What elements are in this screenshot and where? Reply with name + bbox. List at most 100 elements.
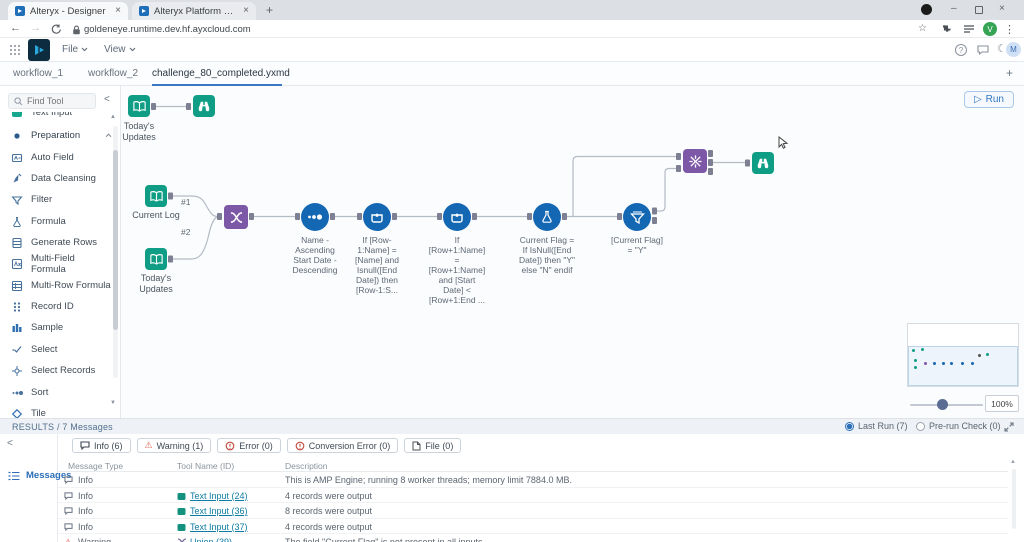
minimap-viewport[interactable] xyxy=(908,346,1018,386)
apps-grid-icon[interactable] xyxy=(9,44,21,56)
browser-menu-icon[interactable]: ⋮ xyxy=(1004,24,1015,36)
radio-selected-icon[interactable] xyxy=(845,421,854,431)
mouse-cursor xyxy=(778,136,789,149)
window-close-button[interactable]: × xyxy=(999,3,1005,14)
back-icon[interactable]: ← xyxy=(10,22,21,34)
text-input-tool-top[interactable] xyxy=(128,95,150,117)
messages-tab[interactable]: Messages xyxy=(8,470,71,481)
browser-titlebar: Alteryx - Designer × Alteryx Platform Po… xyxy=(0,0,1024,20)
tool-item-multi-field-formula[interactable]: Multi-Field Formula xyxy=(0,253,112,275)
feedback-icon[interactable] xyxy=(977,45,989,55)
browser-tab-designer[interactable]: Alteryx - Designer × xyxy=(8,2,128,20)
join-tool[interactable] xyxy=(683,149,707,173)
browse-tool-top[interactable] xyxy=(193,95,215,117)
tool-item-sample[interactable]: Sample xyxy=(0,317,112,338)
text-input-icon xyxy=(10,112,23,119)
sort-tool[interactable] xyxy=(301,203,329,231)
multi-field-formula-icon xyxy=(10,257,23,270)
collapse-palette-icon[interactable]: < xyxy=(104,94,110,105)
tool-item-multi-row-formula[interactable]: Multi-Row Formula xyxy=(0,275,112,296)
extensions-icon[interactable] xyxy=(941,24,952,35)
tool-link[interactable]: Text Input (24) xyxy=(190,490,248,501)
tool-item-filter[interactable]: Filter xyxy=(0,189,112,210)
bookmark-star-icon[interactable]: ☆ xyxy=(918,23,927,34)
user-avatar[interactable]: M xyxy=(1006,42,1021,57)
chip-warning[interactable]: ⚠ Warning (1) xyxy=(136,438,212,453)
tool-link[interactable]: Text Input (37) xyxy=(190,521,248,532)
tool-link[interactable]: Text Input (36) xyxy=(190,506,248,516)
formula-tool[interactable] xyxy=(533,203,561,231)
radio-pre-run-check[interactable]: Pre-run Check (0) xyxy=(916,421,1001,431)
run-button[interactable]: ▷ Run xyxy=(963,91,1014,108)
text-input-tool-todays-updates[interactable] xyxy=(145,248,167,270)
reading-list-icon[interactable] xyxy=(963,25,975,34)
minimap[interactable] xyxy=(907,323,1019,387)
palette-scroll-down-icon[interactable]: ▼ xyxy=(110,400,116,406)
chip-info[interactable]: Info (6) xyxy=(72,438,131,453)
reload-icon[interactable] xyxy=(50,24,61,35)
window-maximize-button[interactable] xyxy=(975,6,983,14)
table-row[interactable]: Info This is AMP Engine; running 8 worke… xyxy=(58,472,1008,488)
tile-icon xyxy=(10,407,23,418)
help-icon[interactable]: ? xyxy=(955,44,967,56)
multi-row-formula-2-annotation: If [Row+1:Name] = [Row+1:Name] and [Star… xyxy=(428,235,486,306)
find-tool-search[interactable] xyxy=(8,93,96,109)
tab-workflow-1[interactable]: workflow_1 xyxy=(13,68,64,79)
tool-item-sort[interactable]: Sort xyxy=(0,382,112,403)
text-input-tool-current-log[interactable] xyxy=(145,185,167,207)
browser-tab-portal[interactable]: Alteryx Platform Portal × xyxy=(132,2,256,20)
file-menu[interactable]: File xyxy=(62,44,88,55)
chip-error[interactable]: Error (0) xyxy=(217,438,281,453)
tool-item-generate-rows[interactable]: Generate Rows xyxy=(0,232,112,253)
zoom-level[interactable]: 100% xyxy=(985,395,1019,412)
generate-rows-icon xyxy=(10,236,23,249)
radio-unselected-icon[interactable] xyxy=(916,421,925,431)
tool-item-auto-field[interactable]: Auto Field xyxy=(0,147,112,168)
chip-file[interactable]: File (0) xyxy=(404,438,462,453)
chevron-down-icon xyxy=(129,47,135,52)
tool-item-tile[interactable]: Tile xyxy=(0,403,112,418)
palette-scroll-up-icon[interactable]: ▲ xyxy=(110,114,116,120)
search-input[interactable] xyxy=(27,96,87,106)
table-row[interactable]: ⚠ Warning Union (39) The field "Current … xyxy=(58,534,1008,542)
tool-item-select-records[interactable]: Select Records xyxy=(0,360,112,381)
browse-binoculars-icon xyxy=(757,158,769,169)
tool-item-text-input[interactable]: Text Input xyxy=(0,112,112,123)
dark-mode-icon[interactable]: ☾ xyxy=(997,43,1007,55)
tool-item-formula[interactable]: Formula xyxy=(0,211,112,232)
add-workflow-tab-button[interactable]: + xyxy=(1006,66,1014,80)
close-tab-icon[interactable]: × xyxy=(115,5,121,16)
filter-tool[interactable] xyxy=(623,203,651,231)
tab-challenge-80[interactable]: challenge_80_completed.yxmd xyxy=(152,68,290,79)
palette-scrollbar-thumb[interactable] xyxy=(113,150,118,330)
union-tool[interactable] xyxy=(224,205,248,229)
info-bubble-icon xyxy=(64,491,73,500)
results-scrollbar[interactable] xyxy=(1012,469,1016,529)
category-preparation[interactable]: Preparation xyxy=(0,125,112,146)
multi-row-formula-tool-1[interactable] xyxy=(363,203,391,231)
window-minimize-button[interactable]: – xyxy=(951,3,957,14)
tool-link[interactable]: Union (39) xyxy=(190,537,233,542)
workflow-canvas[interactable]: Today's Updates Current Log Today's Upda… xyxy=(121,86,1024,418)
close-tab-icon[interactable]: × xyxy=(243,5,249,16)
multi-row-formula-tool-2[interactable] xyxy=(443,203,471,231)
zoom-slider-knob[interactable] xyxy=(937,399,948,410)
view-menu[interactable]: View xyxy=(104,44,136,55)
radio-last-run[interactable]: Last Run (7) xyxy=(845,421,908,431)
tool-item-record-id[interactable]: Record ID xyxy=(0,296,112,317)
table-row[interactable]: Info Text Input (24) 4 records were outp… xyxy=(58,488,1008,503)
chip-conversion-error[interactable]: Conversion Error (0) xyxy=(286,438,399,453)
tool-item-select[interactable]: Select xyxy=(0,339,112,360)
tool-item-data-cleansing[interactable]: Data Cleansing xyxy=(0,168,112,189)
expand-results-icon[interactable] xyxy=(1004,422,1014,432)
collapse-results-icon[interactable]: < xyxy=(7,438,13,449)
browser-avatar[interactable]: V xyxy=(983,22,997,36)
tab-workflow-2[interactable]: workflow_2 xyxy=(88,68,139,79)
url-text[interactable]: goldeneye.runtime.dev.hf.ayxcloud.com xyxy=(84,24,251,35)
browse-tool-end[interactable] xyxy=(752,152,774,174)
results-title: RESULTS / 7 Messages xyxy=(12,421,113,432)
new-tab-button[interactable]: + xyxy=(266,3,274,17)
table-row[interactable]: Info Text Input (36) 8 records were outp… xyxy=(58,503,1008,519)
table-row[interactable]: Info Text Input (37) 4 records were outp… xyxy=(58,519,1008,534)
results-scroll-up-icon[interactable]: ▲ xyxy=(1010,459,1016,465)
